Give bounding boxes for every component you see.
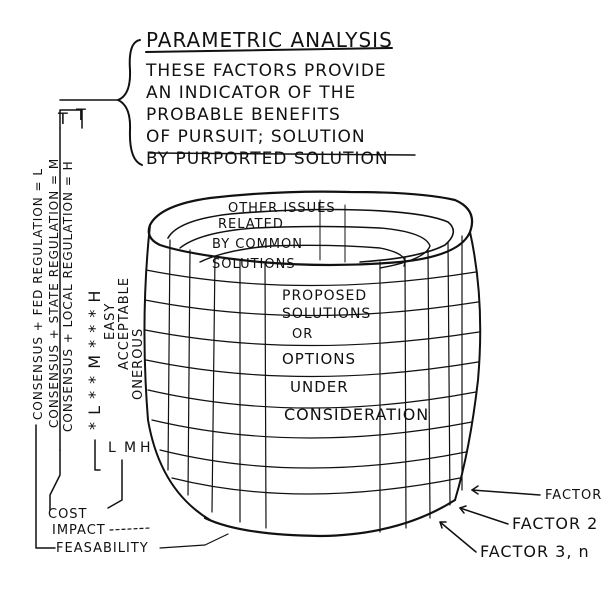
- description-line-1: THESE FACTORS PROVIDE: [145, 61, 387, 81]
- ease-code-m: M: [124, 440, 137, 456]
- factor-1-label: FACTOR: [545, 488, 602, 503]
- description-line-2: AN INDICATOR OF THE: [146, 83, 356, 103]
- regulation-state: CONSENSUS + STATE REGULATION = M: [47, 158, 61, 428]
- other-issues-line-3: BY COMMON: [212, 237, 303, 252]
- ease-acceptable: ACCEPTABLE: [117, 277, 132, 370]
- lmh-scale: * L * * M * * * H: [85, 290, 104, 430]
- other-issues-line-4: SOLUTIONS: [212, 257, 296, 272]
- description-line-4: OF PURSUIT; SOLUTION: [146, 127, 366, 147]
- other-issues-line-2: RELATED: [218, 217, 284, 232]
- cost-label: COST: [48, 507, 88, 522]
- ease-onerous: ONEROUS: [131, 328, 146, 400]
- regulation-local: CONSENSUS + LOCAL REGULATION = H: [61, 160, 75, 432]
- left-annotations: T T CONSENSUS + FED REGULATION = L CONSE…: [31, 105, 152, 549]
- description-line-5: BY PURPORTED SOLUTION: [146, 149, 389, 169]
- bracket-mark-1: T: [57, 109, 69, 128]
- bracket-mark-2: T: [75, 105, 87, 124]
- description-line-3: PROBABLE BENEFITS: [146, 105, 341, 125]
- bottom-labels: COST IMPACT FEASABILITY: [48, 507, 229, 556]
- ease-easy: EASY: [103, 303, 118, 340]
- factor-labels: FACTOR FACTOR 2 FACTOR 3, n: [439, 485, 602, 561]
- factor-2-label: FACTOR 2: [512, 514, 598, 533]
- proposed-line-6: CONSIDERATION: [284, 405, 429, 424]
- ease-code-h: H: [140, 440, 152, 456]
- factor-3-label: FACTOR 3, n: [480, 542, 590, 561]
- proposed-line-5: UNDER: [290, 378, 349, 396]
- feasibility-label: FEASABILITY: [56, 541, 149, 556]
- proposed-line-3: OR: [292, 327, 313, 342]
- title-block: PARAMETRIC ANALYSIS THESE FACTORS PROVID…: [59, 28, 416, 169]
- other-issues-line-1: OTHER ISSUES: [228, 201, 336, 216]
- cylinder-bottom-rim: [203, 498, 457, 538]
- ease-code-l: L: [108, 440, 117, 456]
- proposed-line-1: PROPOSED: [282, 288, 367, 304]
- regulation-fed: CONSENSUS + FED REGULATION = L: [31, 168, 45, 420]
- proposed-line-4: OPTIONS: [282, 350, 356, 368]
- title-brace: [117, 39, 143, 166]
- solution-cylinder: OTHER ISSUES RELATED BY COMMON SOLUTIONS…: [143, 190, 482, 538]
- impact-label: IMPACT: [52, 523, 106, 538]
- proposed-line-2: SOLUTIONS: [282, 306, 371, 322]
